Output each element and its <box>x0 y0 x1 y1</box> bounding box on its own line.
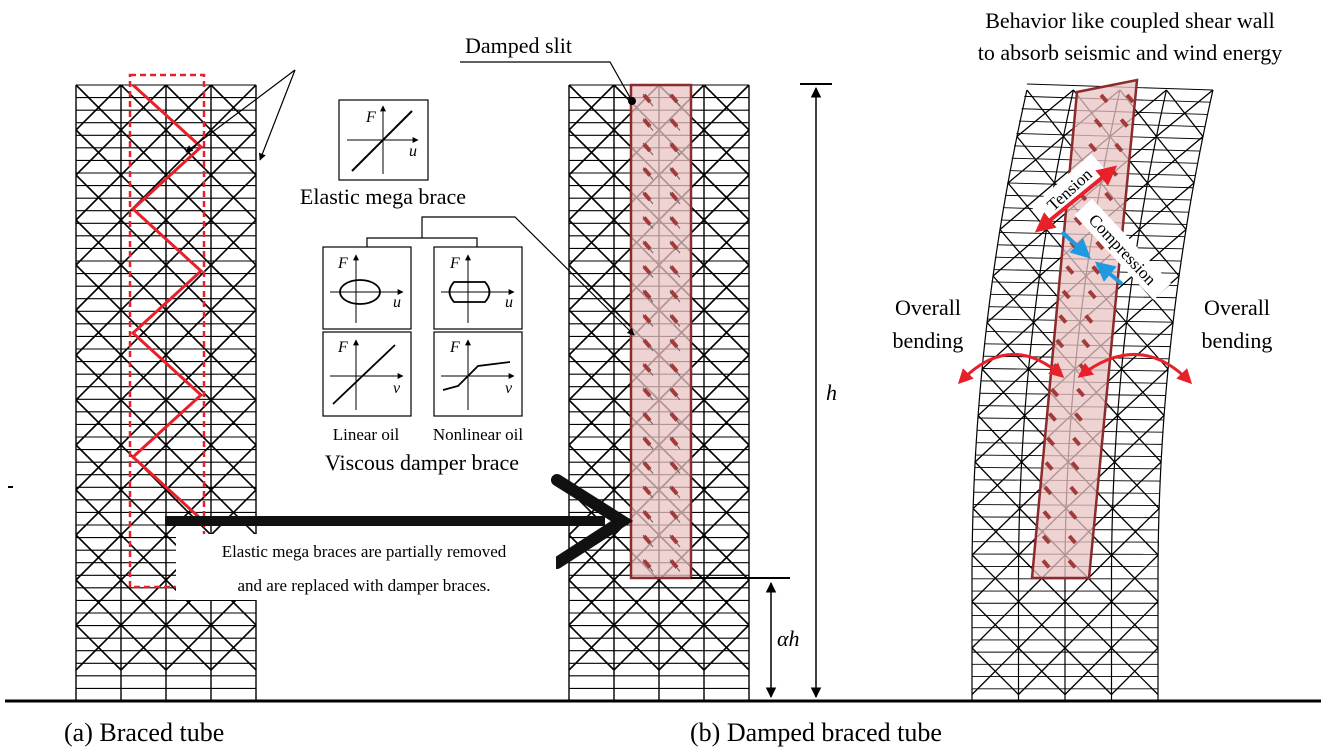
damped-slit-leader <box>460 61 633 102</box>
linear-hyst-disp-symbol: u <box>393 294 401 311</box>
viscous-damper-brace-label: Viscous damper brace <box>325 450 519 475</box>
elastic-force-symbol: F <box>365 109 376 126</box>
tension-arrow <box>1034 165 1118 233</box>
nonlinear-fv-vel-symbol: v <box>505 380 513 397</box>
bending-arrow-left <box>957 353 1065 385</box>
damped-slit-band <box>629 83 693 580</box>
nonlinear-hyst-force-symbol: F <box>449 255 460 272</box>
overall-bending-left-1: Overall <box>895 295 961 320</box>
nonlinear-fv-force-symbol: F <box>449 339 460 356</box>
behavior-line2: to absorb seismic and wind energy <box>978 40 1282 65</box>
damper-braces-column <box>642 93 681 572</box>
caption-b: (b) Damped braced tube <box>690 718 942 747</box>
damped-slit-leader-dot <box>628 97 636 105</box>
replacement-arrow-head <box>551 474 634 569</box>
compression-arrow-upper <box>1060 230 1091 259</box>
linear-fv-vel-symbol: v <box>393 380 401 397</box>
compression-arrow-lower <box>1094 261 1124 286</box>
behavior-line1: Behavior like coupled shear wall <box>985 8 1275 33</box>
elastic-brace-graph <box>338 99 429 181</box>
deformed-slit-band <box>1030 78 1139 580</box>
overall-bending-right-2: bending <box>1202 328 1273 353</box>
overall-bending-right-1: Overall <box>1204 295 1270 320</box>
height-label: h <box>826 380 837 405</box>
elastic-mega-brace-label: Elastic mega brace <box>300 184 466 209</box>
linear-fv-force-symbol: F <box>337 339 348 356</box>
elastic-disp-symbol: u <box>409 143 417 160</box>
replacement-note-box <box>176 534 556 600</box>
bending-arrow-right <box>1077 353 1193 385</box>
elastic-mega-brace-zigzag <box>130 83 204 521</box>
overall-bending-left-2: bending <box>893 328 964 353</box>
nonlinear-oil-hysteresis-graph <box>433 246 523 330</box>
linear-oil-label: Linear oil <box>333 425 400 444</box>
linear-oil-hysteresis-graph <box>322 246 412 330</box>
caption-a: (a) Braced tube <box>64 718 224 747</box>
linear-oil-force-velocity-graph <box>322 331 412 417</box>
damped-slit-label: Damped slit <box>465 33 572 58</box>
mega-brace-outline <box>128 73 206 589</box>
nonlinear-oil-label: Nonlinear oil <box>433 425 523 444</box>
nonlinear-hyst-disp-symbol: u <box>505 294 513 311</box>
mega-brace-leader-lines-2 <box>185 69 296 153</box>
viscous-leader-line <box>421 216 635 336</box>
linear-hyst-force-symbol: F <box>337 255 348 272</box>
alpha-height-label: αh <box>777 626 800 651</box>
replacement-note-line1: Elastic mega braces are partially remove… <box>222 542 507 561</box>
nonlinear-oil-force-velocity-graph <box>433 331 523 417</box>
mega-brace-leader-lines <box>258 69 296 161</box>
viscous-bracket <box>366 237 478 247</box>
replacement-note-line2: and are replaced with damper braces. <box>238 576 491 595</box>
